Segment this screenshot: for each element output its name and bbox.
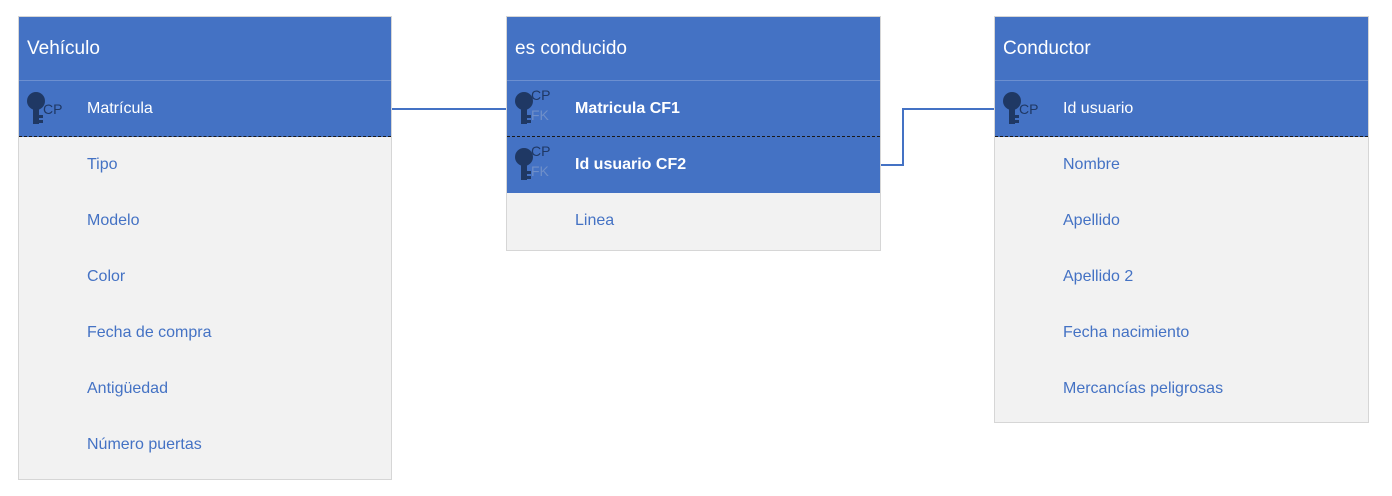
key-icon [515, 148, 533, 180]
entity-title: es conducido [507, 17, 880, 81]
field-name: Apellido [1063, 212, 1120, 229]
foreign-key-row[interactable]: CP FK Id usuario CF2 [507, 137, 880, 193]
field-name: Linea [575, 212, 615, 229]
attribute-row[interactable]: Fecha nacimiento [995, 305, 1368, 361]
field-name: Nombre [1063, 156, 1120, 173]
primary-key-badge: CP [531, 143, 551, 159]
entity-vehiculo[interactable]: Vehículo CP Matrícula Tipo Modelo Color … [18, 16, 392, 480]
attribute-row[interactable]: Mercancías peligrosas [995, 361, 1368, 417]
key-icon [1003, 91, 1021, 124]
attribute-row[interactable]: Color [19, 249, 391, 305]
field-name: Id usuario CF2 [575, 156, 687, 173]
attribute-row[interactable]: Fecha de compra [19, 305, 391, 361]
primary-key-row[interactable]: CP Id usuario [995, 81, 1368, 137]
connector-es-conducido-conductor [881, 108, 995, 166]
field-name: Mercancías peligrosas [1063, 380, 1224, 397]
field-name: Antigüedad [87, 380, 168, 397]
key-icon [27, 91, 45, 124]
attribute-row[interactable]: Nombre [995, 137, 1368, 193]
attribute-row[interactable]: Apellido [995, 193, 1368, 249]
entity-title: Conductor [995, 17, 1368, 81]
field-name: Color [87, 268, 126, 285]
attribute-row[interactable]: Número puertas [19, 417, 391, 473]
attribute-row[interactable]: Linea [507, 193, 880, 249]
field-name: Fecha de compra [87, 324, 212, 341]
primary-key-badge: CP [43, 100, 63, 117]
field-name: Id usuario [1063, 99, 1134, 117]
field-name: Fecha nacimiento [1063, 324, 1190, 341]
foreign-key-row[interactable]: CP FK Matricula CF1 [507, 81, 880, 137]
primary-key-badge: CP [531, 87, 551, 103]
primary-key-row[interactable]: CP Matrícula [19, 81, 391, 137]
attribute-row[interactable]: Tipo [19, 137, 391, 193]
foreign-key-badge: FK [531, 107, 549, 123]
entity-es-conducido[interactable]: es conducido CP FK Matricula CF1 CP FK I… [506, 16, 881, 251]
entity-title: Vehículo [19, 17, 391, 81]
key-icon [515, 91, 533, 124]
field-name: Matricula CF1 [575, 99, 680, 117]
attribute-row[interactable]: Antigüedad [19, 361, 391, 417]
field-name: Número puertas [87, 436, 202, 453]
entity-conductor[interactable]: Conductor CP Id usuario Nombre Apellido … [994, 16, 1369, 423]
field-name: Tipo [87, 156, 118, 173]
attribute-row[interactable]: Modelo [19, 193, 391, 249]
attribute-row[interactable]: Apellido 2 [995, 249, 1368, 305]
field-name: Modelo [87, 212, 140, 229]
field-name: Matrícula [87, 99, 153, 117]
primary-key-badge: CP [1019, 100, 1039, 117]
foreign-key-badge: FK [531, 163, 549, 179]
field-name: Apellido 2 [1063, 268, 1134, 285]
